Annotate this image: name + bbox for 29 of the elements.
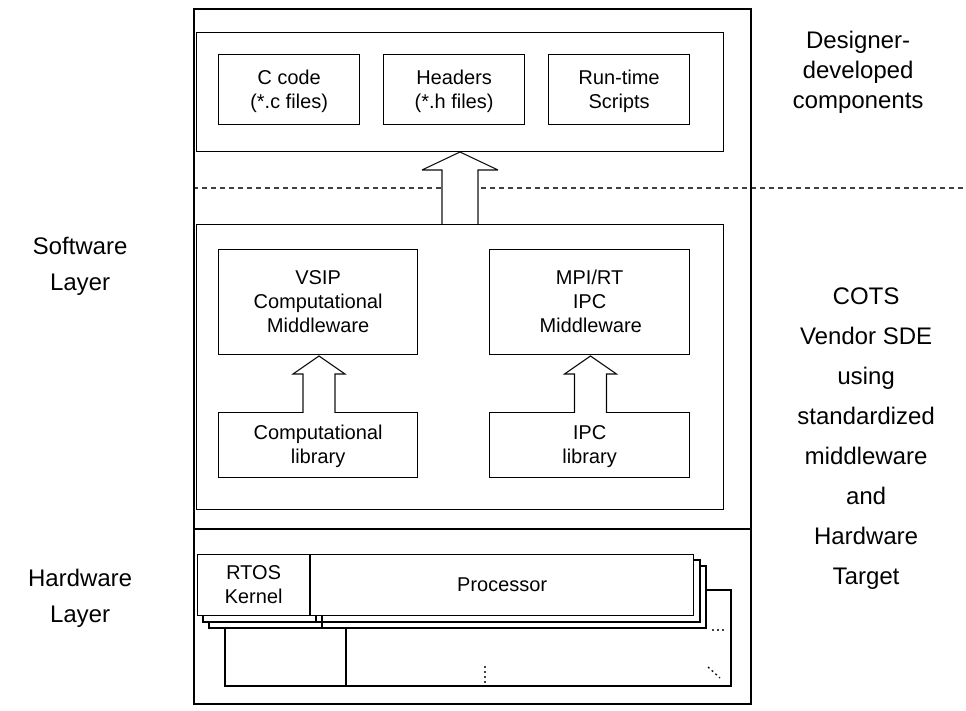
frame-box	[193, 8, 752, 530]
component-box	[218, 249, 418, 355]
box-label: Headers (*.h files)	[414, 66, 494, 114]
component-box	[489, 249, 690, 355]
component-box	[218, 54, 360, 125]
component-box	[548, 54, 690, 125]
component-box	[218, 412, 418, 478]
side-label: Designer-developed components	[792, 26, 924, 116]
block-arrow	[421, 151, 499, 225]
component-box	[197, 554, 310, 616]
box-label: VSIP Computational Middleware	[252, 266, 384, 338]
block-arrow	[562, 355, 618, 414]
frame-box	[193, 528, 752, 705]
side-label: Software Layer	[32, 232, 128, 298]
box-label: Processor	[456, 573, 548, 597]
box-label: C code (*.c files)	[249, 66, 329, 114]
component-box	[383, 54, 525, 125]
side-label: Hardware Layer	[26, 564, 134, 630]
box-label: IPC library	[561, 421, 618, 469]
component-box	[489, 412, 690, 478]
component-box	[310, 554, 694, 616]
box-label: MPI/RT IPC Middleware	[540, 266, 640, 338]
frame-box	[196, 224, 724, 510]
box-label: Run-time Scripts	[577, 66, 661, 114]
block-arrow	[291, 355, 347, 414]
box-label: RTOS Kernel	[224, 561, 284, 609]
box-label: Computational library	[252, 421, 384, 469]
side-label: COTS Vendor SDE using standardized middleware and Hardware Target	[797, 282, 935, 592]
frame-box	[196, 32, 724, 152]
